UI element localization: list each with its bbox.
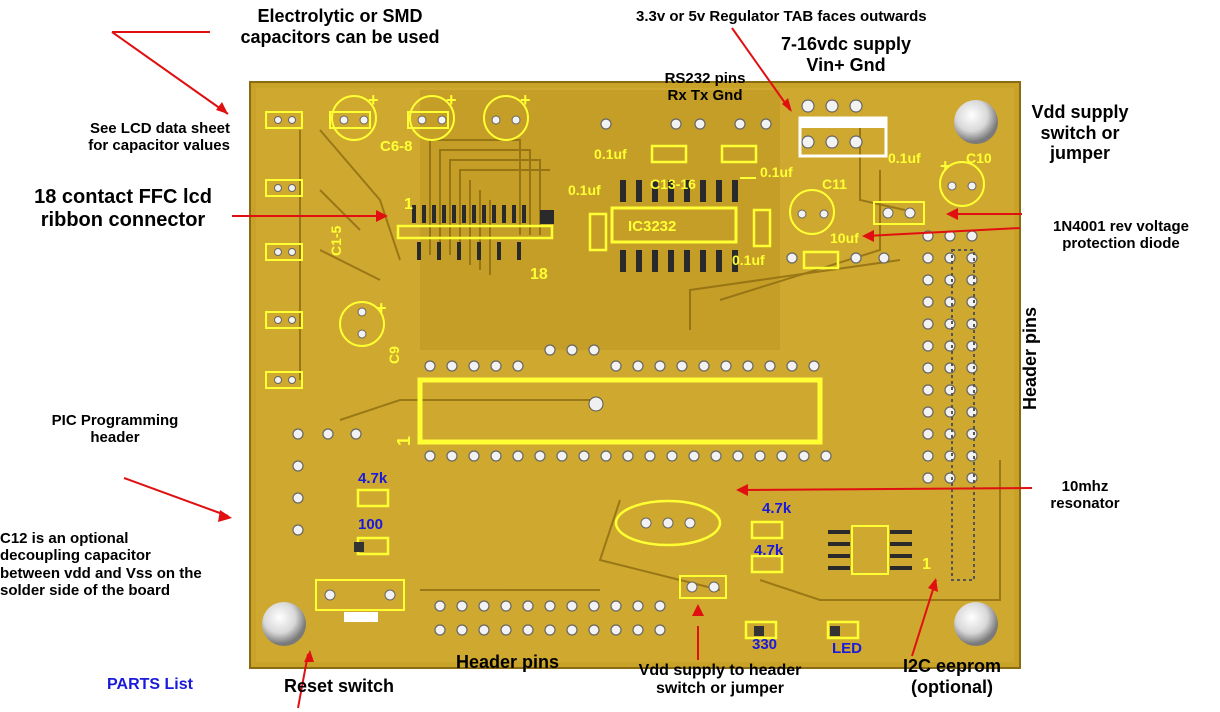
annotation-arrows (111, 27, 1033, 709)
label-10uf: 10uf (830, 230, 859, 246)
label-cap-01-d: 0.1uf (732, 252, 765, 268)
label-cap-01-c: 0.1uf (760, 164, 793, 180)
annotation-diode: 1N4001 rev voltage protection diode (1053, 218, 1189, 253)
value-led: LED (832, 640, 862, 657)
annotation-arrowheads (216, 98, 958, 662)
label-cap-01-b: 0.1uf (568, 182, 601, 198)
value-r-4k7-c: 4.7k (754, 542, 784, 559)
annotation-vdd-switch: Vdd supply switch or jumper (1031, 102, 1129, 164)
label-pin1-u1: 1 (394, 435, 414, 446)
annotation-vdd-header: Vdd supply to header switch or jumper (638, 662, 802, 698)
annotation-ffc: 18 contact FFC lcd ribbon connector (34, 186, 212, 231)
plus-c7: + (446, 90, 457, 110)
smd-cap-footprints (588, 144, 840, 270)
ffc-pins (412, 205, 554, 260)
ic3232-pins (620, 180, 738, 272)
c1-5-pads (274, 116, 296, 384)
programming-header-pins (292, 428, 362, 536)
value-r-4k7-b: 4.7k (762, 500, 792, 517)
reset-switch-footprint (315, 579, 405, 611)
label-cap-01-a: 0.1uf (594, 146, 627, 162)
label-ic3232: IC3232 (628, 218, 677, 235)
plus-c6: + (368, 90, 379, 110)
label-cap-01-e: 0.1uf (888, 150, 921, 166)
c6-8-pads (339, 115, 521, 125)
mounting-hole-tl (954, 100, 998, 144)
annotation-i2c: I2C eeprom (optional) (902, 656, 1002, 697)
annotation-pic-header: PIC Programming header (51, 412, 179, 447)
c10-footprint (939, 161, 985, 207)
label-c13-16: C13-16 (650, 176, 696, 192)
label-c1-5: C1-5 (328, 225, 344, 256)
label-c6-8: C6-8 (380, 138, 413, 155)
bottom-header-pins (434, 600, 666, 636)
vdd-header-jumper (679, 575, 727, 599)
eeprom-footprint (851, 525, 889, 575)
c9-footprint (339, 301, 385, 347)
annotation-header-pins-bottom: Header pins (456, 652, 560, 672)
label-pin1-ffc: 1 (404, 196, 413, 213)
annotation-reset-switch: Reset switch (284, 676, 395, 696)
value-r-100: 100 (358, 516, 384, 533)
value-r-4k7-a: 4.7k (358, 470, 388, 487)
diode-footprint (873, 201, 925, 225)
ic3232-footprint (610, 206, 738, 244)
mounting-hole-br (954, 602, 998, 646)
annotation-supply: 7-16vdc supply Vin+ Gnd (780, 34, 912, 75)
u1-pin-rows (424, 344, 832, 462)
ffc-connector-outline (396, 224, 554, 240)
top-row-pads (600, 99, 863, 149)
regulator-body (800, 118, 886, 128)
c6-8-footprints (329, 95, 529, 141)
right-header-rail (951, 249, 975, 581)
label-c9: C9 (386, 346, 402, 364)
annotation-resonator: 10mhz resonator (1050, 478, 1120, 513)
annotation-c12-note: C12 is an optional decoupling capacitor … (0, 530, 202, 599)
mounting-hole-bl (262, 602, 306, 646)
plus-c10: + (940, 156, 951, 176)
label-c10: C10 (966, 150, 992, 166)
label-pin1-eeprom: 1 (922, 556, 931, 573)
c11-footprint (789, 189, 835, 235)
annotation-electrolytic: Electrolytic or SMD capacitors can be us… (240, 6, 440, 47)
resonator-footprint (614, 499, 722, 547)
annotation-regulator: 3.3v or 5v Regulator TAB faces outwards (636, 8, 927, 25)
label-c11: C11 (822, 176, 847, 192)
label-pin18-ffc: 18 (530, 266, 548, 283)
value-r-330: 330 (752, 636, 778, 653)
plus-c8: + (520, 90, 531, 110)
annotation-lcd-datasheet: See LCD data sheet for capacitor values (88, 120, 230, 155)
c1-5-footprints (265, 111, 303, 389)
annotation-rs232: RS232 pins Rx Tx Gnd (664, 70, 746, 105)
resistor-footprints (356, 488, 860, 640)
annotation-parts-list[interactable]: PARTS List (107, 676, 193, 693)
u1-chip-outline (417, 377, 823, 445)
plus-c9: + (376, 298, 387, 318)
